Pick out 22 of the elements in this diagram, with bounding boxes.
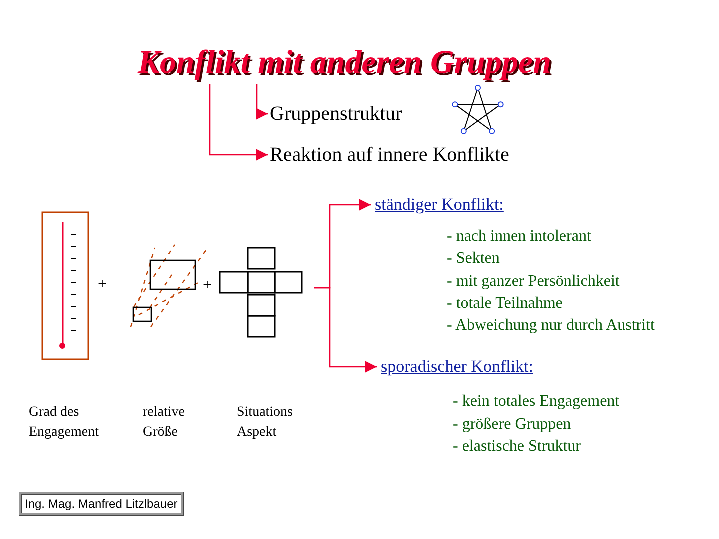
conflict-heading: ständiger Konflikt: <box>375 194 535 216</box>
bullet-item: - Abweichung nur durch Austritt <box>447 316 655 336</box>
bullet-item: - mit ganzer Persönlichkeit <box>447 272 620 292</box>
topic-label: Gruppenstruktur <box>270 101 440 127</box>
conflict-heading: sporadischer Konflikt: <box>381 356 551 378</box>
title: Konflikt mit anderen Gruppen <box>138 42 592 84</box>
plus-sign: + <box>98 276 108 294</box>
bullet-item: - Sekten <box>447 249 500 270</box>
bullet-item: - größere Gruppen <box>453 414 572 434</box>
bullet-item: - elastische Struktur <box>453 437 581 457</box>
arrow <box>314 287 377 373</box>
topic-label: Reaktion auf innere Konflikte <box>270 142 570 168</box>
author-badge: Ing. Mag. Manfred Litzlbauer <box>19 492 184 516</box>
axis-caption: Situations Aspekt <box>237 404 294 442</box>
axis-caption: Grad des Engagement <box>29 404 100 442</box>
arrow <box>256 84 268 120</box>
bullet-item: - kein totales Engagement <box>453 392 620 412</box>
arrow <box>209 84 268 161</box>
plus-sign: + <box>203 277 212 295</box>
bullet-item: - nach innen intolerant <box>447 227 592 247</box>
axis-caption: relative Größe <box>143 404 186 442</box>
bullet-item: - totale Teilnahme <box>447 294 563 314</box>
